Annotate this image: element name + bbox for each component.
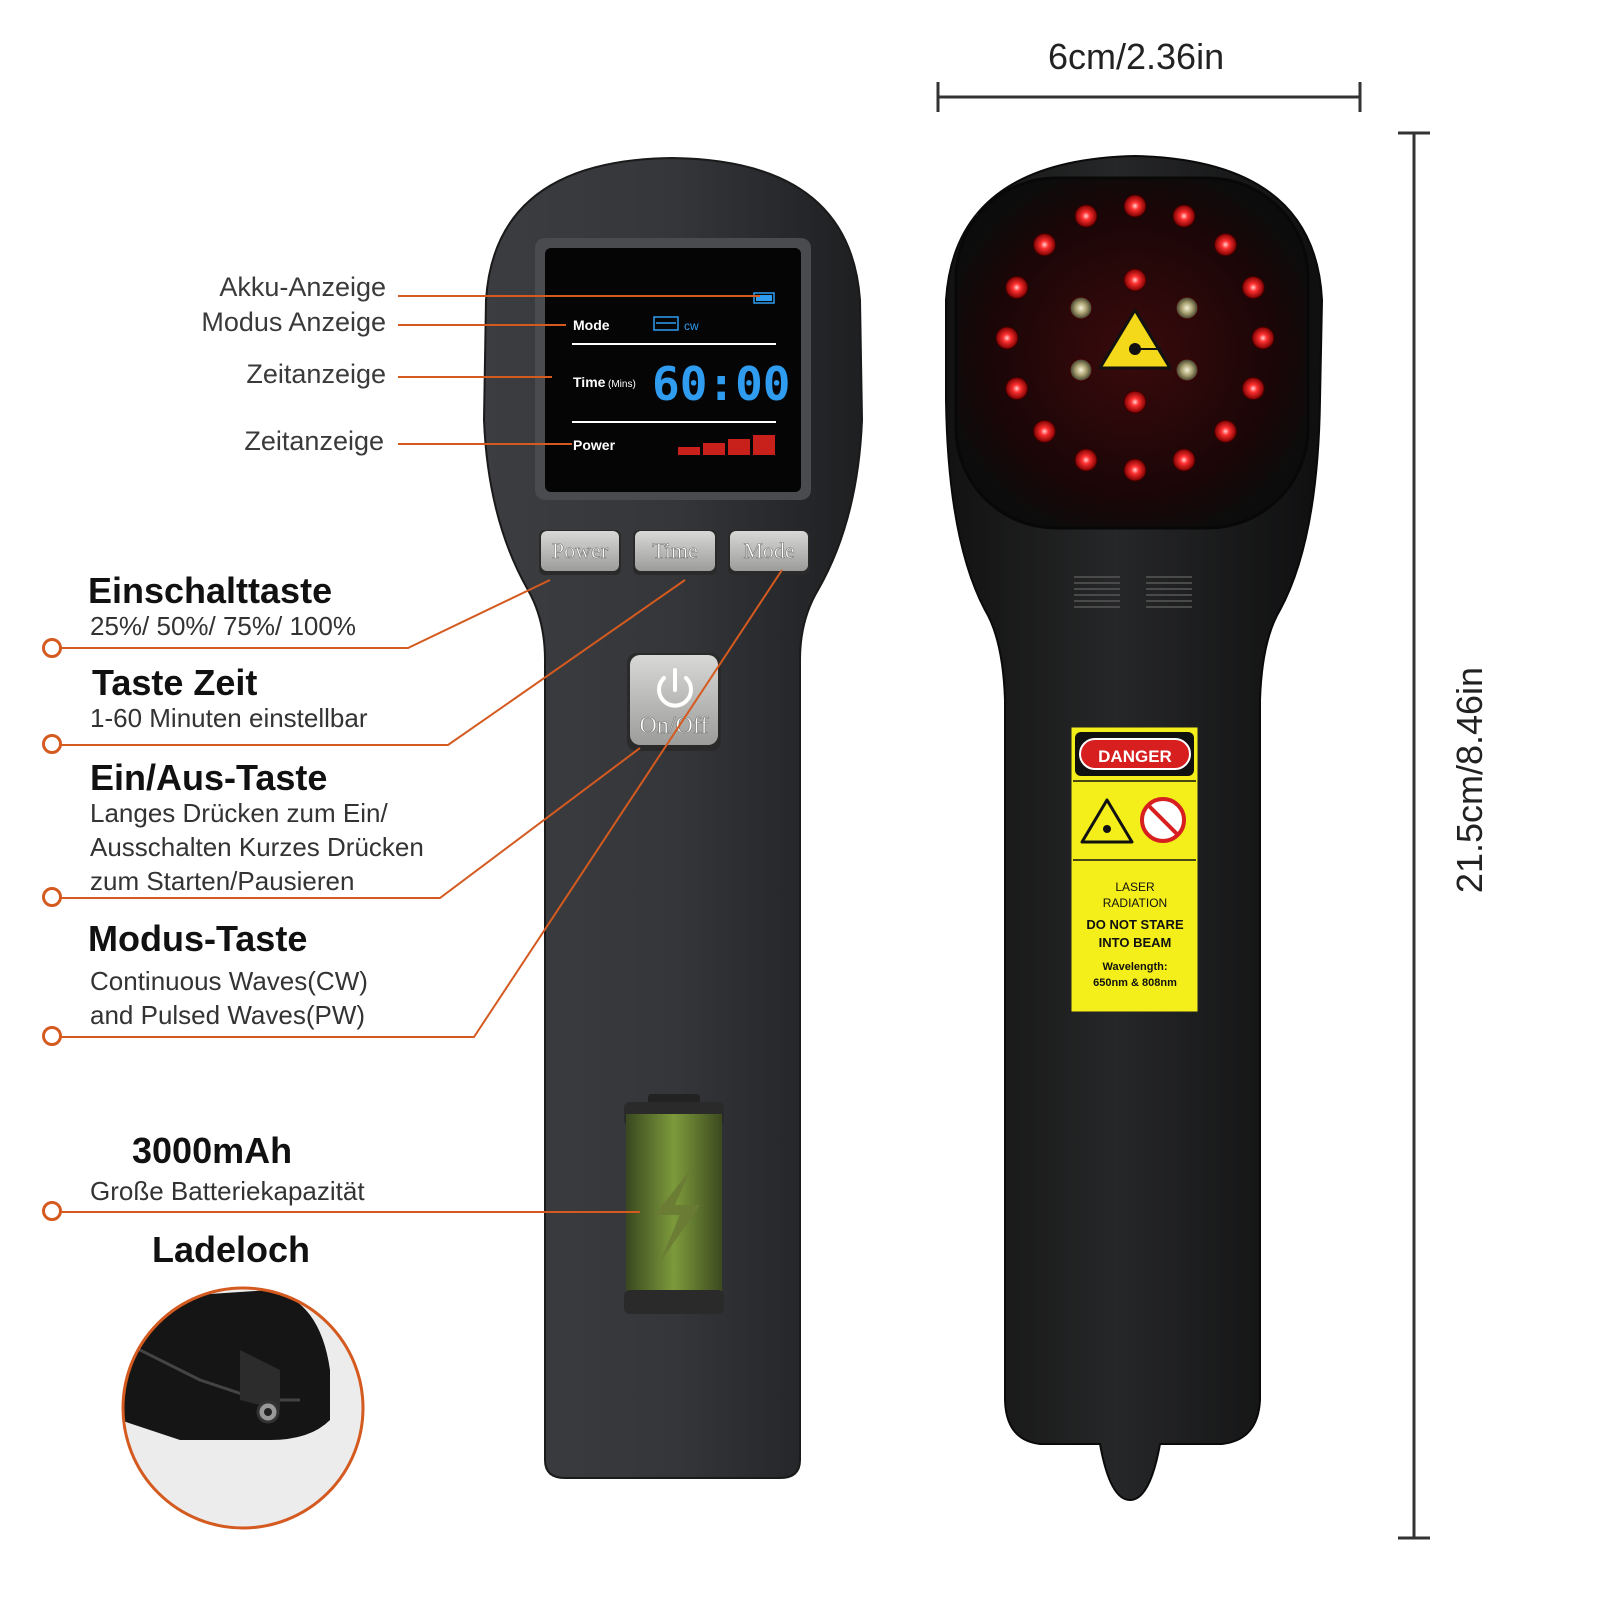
time-key-desc: 1-60 Minuten einstellbar	[90, 703, 368, 733]
onoff-key-desc-3: zum Starten/Pausieren	[90, 866, 355, 896]
mode-indicator-callout: Modus Anzeige	[201, 307, 386, 337]
onoff-key-title: Ein/Aus-Taste	[90, 757, 328, 798]
onoff-key-desc-2: Ausschalten Kurzes Drücken	[90, 832, 424, 862]
red-led	[1214, 419, 1238, 443]
time-button-label: Time	[652, 538, 698, 563]
red-led	[1032, 233, 1056, 257]
height-dimension-line	[1398, 131, 1430, 1540]
danger-text: DANGER	[1098, 747, 1172, 766]
red-led	[1032, 419, 1056, 443]
red-led	[1074, 204, 1098, 228]
mode-button-label: Mode	[743, 538, 794, 563]
charging-port-title: Ladeloch	[152, 1229, 311, 1270]
callout-dot	[42, 1026, 62, 1046]
mode-key-desc-2: and Pulsed Waves(PW)	[90, 1000, 366, 1030]
callout-lines	[60, 295, 783, 1213]
warning-line-2: RADIATION	[1103, 896, 1167, 910]
red-led	[1172, 204, 1196, 228]
battery-title: 3000mAh	[132, 1130, 293, 1171]
battery-icon	[624, 1094, 724, 1314]
red-led	[1074, 448, 1098, 472]
laser-diode	[1175, 296, 1199, 320]
power-button[interactable]: Power	[539, 530, 621, 575]
lcd-time-unit: (Mins)	[608, 379, 636, 390]
warning-line-1: LASER	[1115, 880, 1155, 894]
red-led	[1123, 390, 1147, 414]
time-indicator-callout: Zeitanzeige	[246, 359, 386, 389]
mode-key-title: Modus-Taste	[88, 918, 308, 959]
onoff-button[interactable]: On/Off	[627, 653, 721, 751]
vent-grille	[1074, 576, 1192, 608]
red-led	[1005, 275, 1029, 299]
onoff-key-desc-1: Langes Drücken zum Ein/	[90, 798, 388, 828]
mode-key-desc-1: Continuous Waves(CW)	[90, 966, 368, 996]
red-led	[1251, 326, 1275, 350]
charging-port-closeup	[121, 1286, 365, 1530]
time-key-title: Taste Zeit	[92, 662, 258, 703]
red-led	[1005, 377, 1029, 401]
lcd-screen	[545, 248, 801, 492]
lcd-time-label: Time	[573, 374, 606, 390]
power-level-bar	[703, 443, 725, 455]
laser-diode	[1069, 358, 1093, 382]
lcd-power-bars	[678, 435, 775, 455]
lcd-power-label: Power	[573, 437, 616, 453]
battery-indicator-callout: Akku-Anzeige	[219, 272, 386, 302]
width-dimension-line	[936, 82, 1362, 112]
led-array	[995, 194, 1275, 482]
callout-dot	[42, 638, 62, 658]
red-led	[1214, 233, 1238, 257]
lcd-mode-value: cw	[684, 319, 699, 333]
lcd-time-value: 60:00	[652, 357, 790, 411]
red-led	[1123, 268, 1147, 292]
callout-dot	[42, 887, 62, 907]
red-led	[1172, 448, 1196, 472]
time-button[interactable]: Time	[633, 530, 717, 575]
power-symbol-icon	[657, 668, 693, 708]
power-indicator-callout: Zeitanzeige	[244, 426, 384, 456]
red-led	[1241, 275, 1265, 299]
red-led	[995, 326, 1019, 350]
laser-warning-label: DANGER LASER RADIATION DO NOT STARE INTO…	[1070, 726, 1199, 1013]
red-led	[1241, 377, 1265, 401]
mode-button[interactable]: Mode	[728, 530, 810, 575]
callout-dot	[42, 734, 62, 754]
red-led	[1123, 194, 1147, 218]
warning-line-3: DO NOT STARE	[1086, 917, 1184, 932]
warning-line-6: 650nm & 808nm	[1093, 977, 1177, 989]
battery-desc: Große Batteriekapazität	[90, 1176, 365, 1206]
power-key-title: Einschalttaste	[88, 570, 333, 611]
power-button-label: Power	[552, 538, 609, 563]
laser-diode	[1175, 358, 1199, 382]
power-level-bar	[753, 435, 775, 455]
power-level-bar	[678, 447, 700, 455]
warning-line-4: INTO BEAM	[1099, 935, 1172, 950]
width-dimension-label: 6cm/2.36in	[1048, 36, 1225, 77]
warning-line-5: Wavelength:	[1103, 961, 1168, 973]
laser-warning-icon	[1098, 308, 1172, 370]
laser-diode	[1069, 296, 1093, 320]
lcd-mode-label: Mode	[573, 317, 610, 333]
red-led	[1123, 458, 1147, 482]
callout-dot	[42, 1201, 62, 1221]
power-key-desc: 25%/ 50%/ 75%/ 100%	[90, 611, 356, 641]
power-level-bar	[728, 439, 750, 455]
